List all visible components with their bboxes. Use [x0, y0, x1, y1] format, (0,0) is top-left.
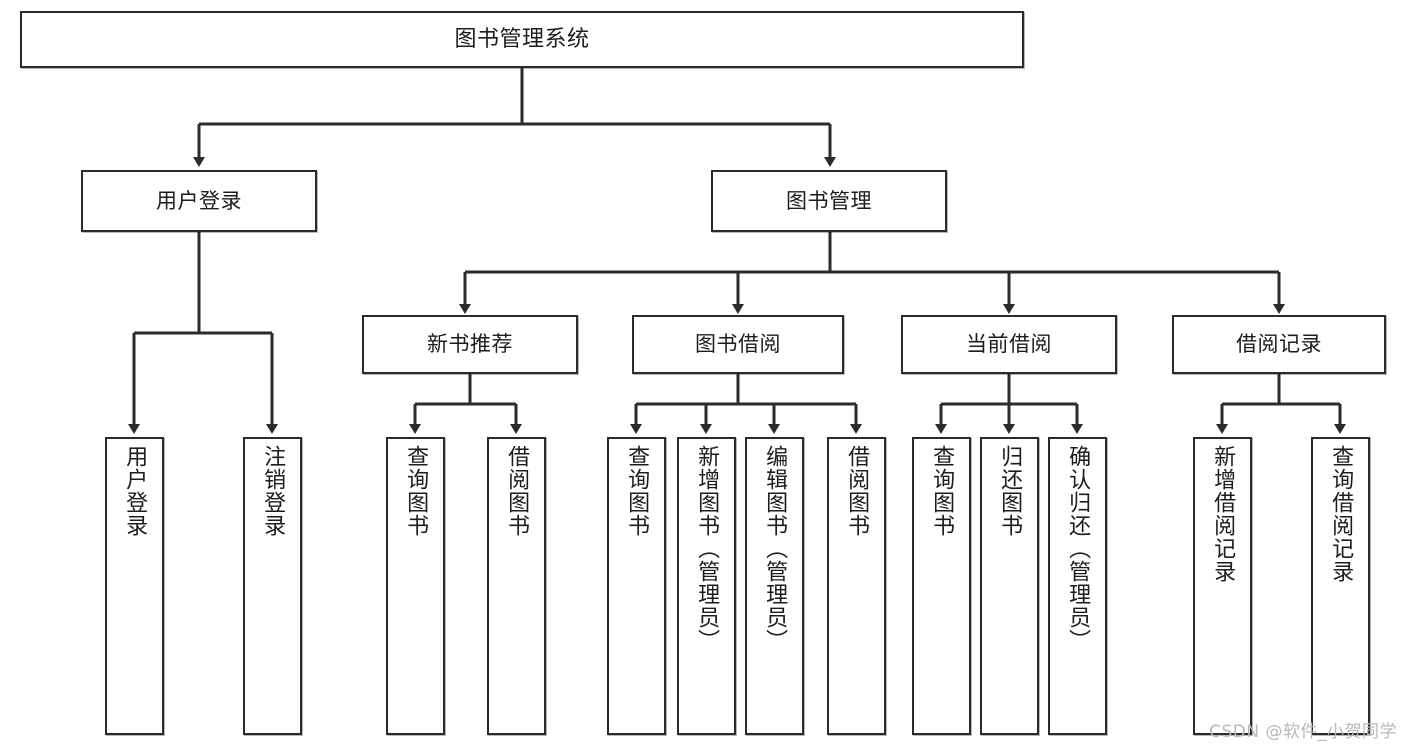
node-label: 图书借阅 — [695, 332, 781, 357]
node-leaf-add-book[interactable]: 新增图书（管理员） — [677, 437, 736, 735]
node-label: 借阅图书 — [844, 445, 870, 537]
node-label: 编辑图书（管理员） — [762, 445, 788, 652]
node-label: 用户登录 — [156, 188, 242, 213]
node-label: 注销登录 — [260, 445, 286, 537]
node-leaf-add-record[interactable]: 新增借阅记录 — [1193, 437, 1252, 735]
node-user-login[interactable]: 用户登录 — [81, 170, 317, 232]
node-leaf-query-record[interactable]: 查询借阅记录 — [1311, 437, 1370, 735]
node-leaf-query-book-2[interactable]: 查询图书 — [607, 437, 666, 735]
node-leaf-borrow-book-1[interactable]: 借阅图书 — [487, 437, 546, 735]
node-label: 当前借阅 — [966, 332, 1052, 357]
node-label: 归还图书 — [997, 445, 1023, 537]
node-label: 借阅图书 — [504, 445, 530, 537]
node-leaf-user-login[interactable]: 用户登录 — [105, 437, 164, 735]
node-leaf-query-book-3[interactable]: 查询图书 — [912, 437, 971, 735]
node-leaf-query-book-1[interactable]: 查询图书 — [386, 437, 445, 735]
csdn-watermark: CSDN @软件_小贺同学 — [1209, 722, 1397, 742]
node-book-management[interactable]: 图书管理 — [711, 170, 947, 232]
node-label: 确认归还（管理员） — [1065, 445, 1091, 652]
node-new-book-recommend[interactable]: 新书推荐 — [362, 315, 578, 374]
node-label: 查询借阅记录 — [1328, 445, 1354, 583]
node-root-system[interactable]: 图书管理系统 — [20, 11, 1024, 68]
node-label: 查询图书 — [929, 445, 955, 537]
node-leaf-logout[interactable]: 注销登录 — [243, 437, 302, 735]
node-label: 新增借阅记录 — [1210, 445, 1236, 583]
node-leaf-borrow-book-2[interactable]: 借阅图书 — [827, 437, 886, 735]
node-label: 图书管理 — [786, 188, 872, 213]
node-label: 用户登录 — [122, 445, 148, 537]
node-label: 借阅记录 — [1236, 332, 1322, 357]
node-leaf-edit-book[interactable]: 编辑图书（管理员） — [745, 437, 804, 735]
node-leaf-return-book[interactable]: 归还图书 — [980, 437, 1039, 735]
node-book-borrow[interactable]: 图书借阅 — [632, 315, 844, 374]
node-label: 图书管理系统 — [454, 26, 590, 52]
node-borrow-record[interactable]: 借阅记录 — [1172, 315, 1386, 374]
node-label: 查询图书 — [624, 445, 650, 537]
node-label: 查询图书 — [403, 445, 429, 537]
node-leaf-confirm-return[interactable]: 确认归还（管理员） — [1048, 437, 1107, 735]
node-current-borrow[interactable]: 当前借阅 — [901, 315, 1117, 374]
node-label: 新增图书（管理员） — [694, 445, 720, 652]
node-label: 新书推荐 — [427, 332, 513, 357]
